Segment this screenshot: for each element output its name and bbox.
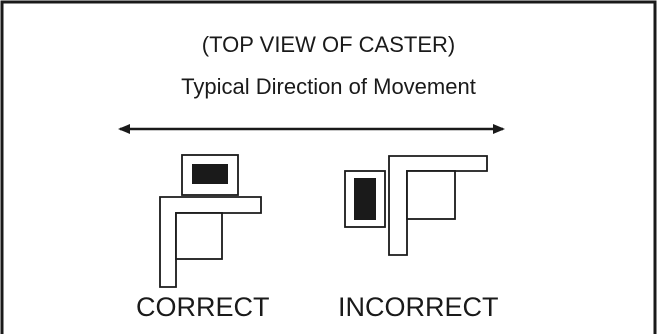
- correct-label: CORRECT: [136, 292, 270, 322]
- direction-label: Typical Direction of Movement: [181, 74, 476, 99]
- diagram-title: (TOP VIEW OF CASTER): [201, 32, 456, 57]
- incorrect-swivel-plate: [406, 170, 456, 220]
- correct-wheel: [192, 164, 228, 184]
- incorrect-wheel: [354, 178, 376, 220]
- incorrect-label: INCORRECT: [338, 292, 499, 322]
- incorrect-caster: [344, 155, 488, 256]
- correct-caster: [159, 154, 262, 288]
- correct-swivel-plate: [175, 212, 223, 260]
